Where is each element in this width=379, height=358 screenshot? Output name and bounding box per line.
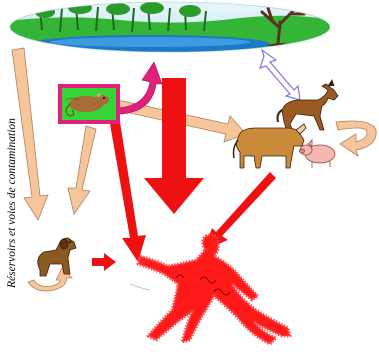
side-label: Réservoirs et voies de contamination: [6, 118, 18, 288]
cow-icon: [234, 124, 307, 168]
pig-icon: [300, 140, 336, 168]
dog-icon: [38, 238, 76, 276]
rat-icon: [58, 84, 120, 124]
arrow-pond-to-human: [144, 78, 204, 214]
arrow-dog-to-human: [92, 253, 116, 271]
arrow-pond-horse: [260, 50, 300, 100]
arrow-rat-to-human: [110, 122, 146, 262]
arrow-rat-to-dog: [68, 126, 96, 214]
arrow-pig-loop: [336, 121, 376, 156]
human-figure-icon: [130, 235, 290, 344]
pond-landscape-icon: [0, 2, 340, 60]
